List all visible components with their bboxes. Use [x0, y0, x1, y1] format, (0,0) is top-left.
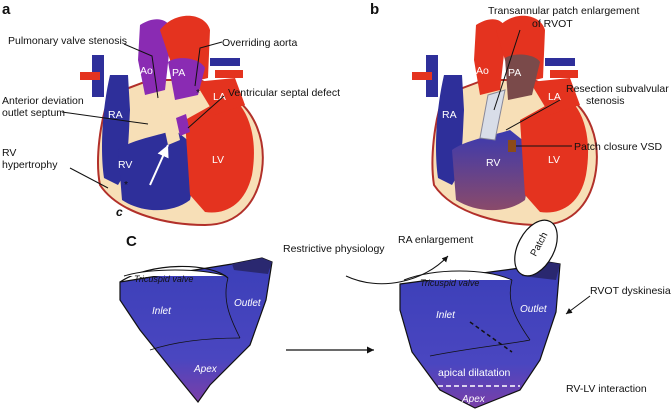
leader-septum	[61, 111, 149, 125]
label-ra-enlargement: RA enlargement	[398, 234, 473, 246]
label-anterior-deviation-1: Anterior deviation	[2, 95, 84, 107]
apical-dilatation: apical dilatation	[438, 367, 511, 379]
right-apex-line	[429, 339, 531, 357]
left-outlet: Outlet	[234, 298, 262, 309]
right-outlet: Outlet	[520, 304, 548, 315]
left-tricuspid: Tricuspid valve	[134, 274, 193, 284]
panel-a: a Ao PA LA RA RV LV * *	[2, 1, 340, 227]
right-vessel-red	[215, 70, 243, 78]
label-ra-b: RA	[442, 109, 457, 121]
label-resection-1: Resection subvalvular	[566, 83, 669, 95]
label-restrictive: Restrictive physiology	[283, 243, 385, 255]
label-rv-hypertrophy-2: hypertrophy	[2, 159, 58, 171]
rv-left-outflow	[232, 258, 272, 274]
label-lv-b: LV	[548, 154, 560, 166]
right-vessel-blue	[210, 58, 240, 66]
label-la-b: LA	[548, 91, 561, 103]
label-pulmonary-valve-stenosis: Pulmonary valve stenosis	[8, 35, 127, 47]
outlet-septum	[160, 104, 180, 145]
label-ra: RA	[108, 109, 123, 121]
label-ao: Ao	[140, 65, 153, 77]
left-artery-b	[412, 72, 432, 80]
left-outlet-line	[225, 277, 241, 339]
leader-rvh	[69, 167, 109, 189]
label-ao-b: Ao	[476, 65, 489, 77]
vsd-patch	[508, 140, 516, 152]
vsd-marker	[176, 114, 190, 136]
label-rv-hypertrophy-1: RV	[2, 147, 16, 159]
leader-overriding	[194, 41, 223, 87]
rv-axis-dashed	[469, 321, 513, 353]
asterisk-a2: *	[124, 179, 128, 191]
label-la: LA	[213, 91, 226, 103]
label-anterior-deviation-2: outlet septum	[2, 107, 65, 119]
ra-arrow	[345, 255, 449, 285]
leader-resection	[505, 99, 561, 131]
panel-label-c-small: c	[116, 205, 123, 219]
pa-root	[168, 58, 205, 100]
panel-label-b: b	[370, 1, 379, 18]
panel-label-a: a	[2, 1, 11, 18]
leader-pvs	[123, 43, 159, 99]
left-atrium-b	[530, 78, 580, 115]
panel-b: b Ao PA LA RA RV LV Transannular patch e…	[370, 1, 669, 227]
label-transannular-2: of RVOT	[532, 18, 573, 30]
left-apex-line	[149, 337, 241, 351]
tricuspid-left-fill	[123, 269, 227, 277]
right-outlet-line	[509, 279, 531, 341]
right-vessel-red-b	[550, 70, 578, 78]
dyskinesia-arrow	[565, 295, 591, 315]
label-pa-b: PA	[508, 67, 521, 79]
label-transannular-1: Transannular patch enlargement	[488, 5, 639, 17]
transannular-patch	[479, 89, 506, 141]
label-pa: PA	[172, 67, 185, 79]
pa-root-b	[505, 54, 540, 100]
label-rv-lv: RV-LV interaction	[566, 383, 647, 395]
leader-vsd	[187, 95, 225, 129]
label-lv: LV	[212, 154, 224, 166]
asterisk-a1: *	[196, 87, 200, 99]
left-inlet: Inlet	[152, 306, 172, 317]
left-ventricle-b	[520, 95, 589, 213]
tricuspid-left	[119, 265, 229, 283]
left-ventricle	[185, 95, 254, 213]
leader-transannular	[493, 29, 521, 111]
label-rv: RV	[118, 159, 132, 171]
left-atrium	[195, 78, 245, 115]
rvot-patch	[514, 219, 558, 277]
flow-arrow	[149, 144, 169, 186]
label-rvot-dyskinesia: RVOT dyskinesia	[590, 285, 671, 297]
right-ventricle	[118, 130, 200, 211]
label-resection-2: stenosis	[586, 95, 625, 107]
right-tricuspid: Tricuspid valve	[420, 278, 479, 288]
right-inlet: Inlet	[436, 310, 456, 321]
right-vessel-blue-b	[545, 58, 575, 66]
left-apex: Apex	[193, 364, 218, 375]
label-overriding-aorta: Overriding aorta	[222, 37, 297, 49]
panel-label-c: C	[126, 233, 137, 250]
label-vsd: Ventricular septal defect	[228, 87, 340, 99]
label-patch-vsd: Patch closure VSD	[574, 141, 663, 153]
right-apex: Apex	[461, 394, 486, 405]
panel-c: c C Tricuspid valve Inlet Outlet Apex Pa…	[116, 205, 671, 409]
label-rv-b: RV	[486, 157, 500, 169]
left-artery	[80, 72, 100, 80]
tricuspid-right	[403, 270, 513, 281]
